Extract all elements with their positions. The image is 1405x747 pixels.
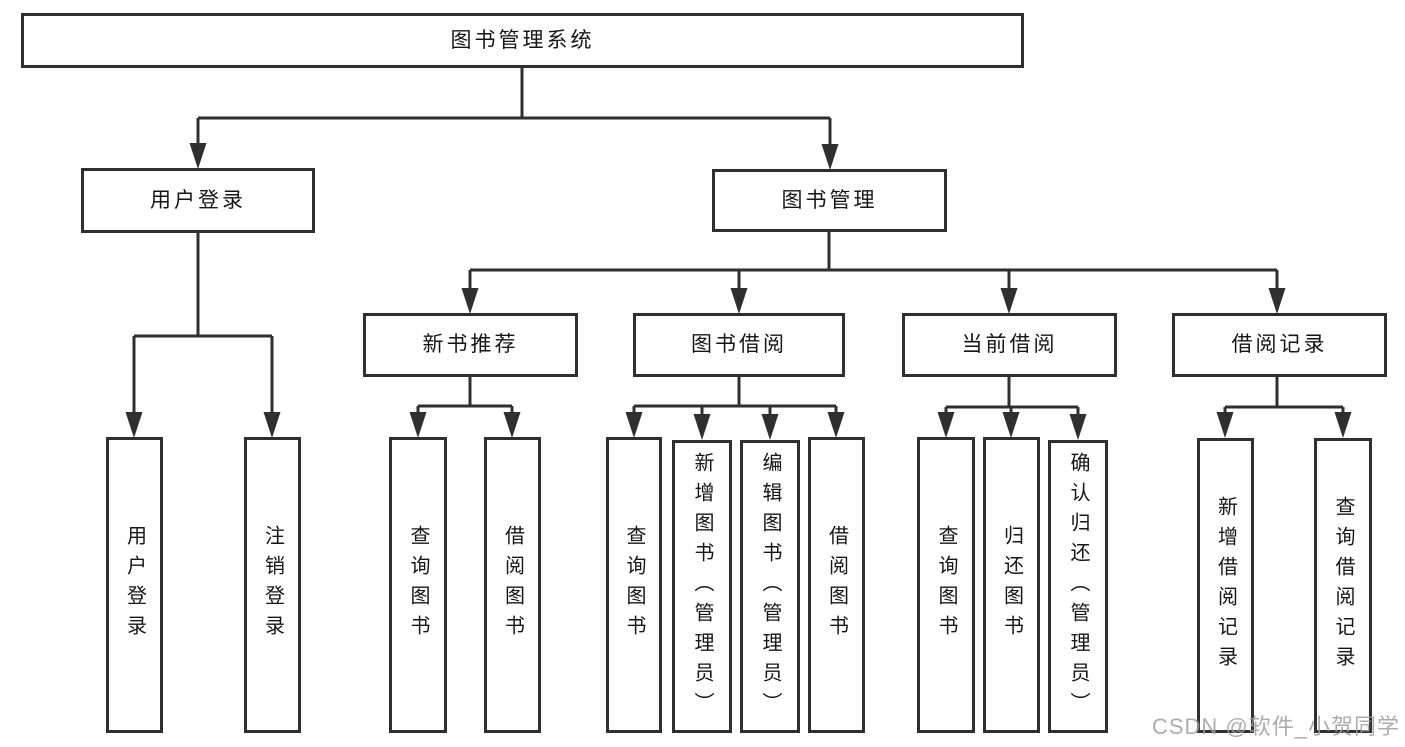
node-label: 当前借阅 [961,333,1058,357]
node-new-book-recommend: 新书推荐 [363,313,578,377]
node-leaf-query-books-borrow: 查询图书 [606,437,662,733]
node-leaf-query-borrow-record: 查询借阅记录 [1314,438,1372,733]
node-book-borrow: 图书借阅 [633,313,845,377]
node-leaf-query-books-recommend: 查询图书 [389,437,447,733]
node-label: 注销登录 [261,525,284,645]
node-current-borrow: 当前借阅 [902,313,1117,377]
node-leaf-return-book: 归还图书 [983,437,1040,733]
node-label: 查询图书 [935,525,957,645]
node-leaf-add-book-admin: 新增图书（管理员） [672,440,732,733]
node-label: 查询图书 [407,525,429,645]
node-leaf-user-login: 用户登录 [106,437,163,733]
node-borrow-records: 借阅记录 [1172,313,1387,377]
node-label: 确认归还（管理员） [1067,451,1089,722]
node-label: 归还图书 [1000,525,1023,645]
node-leaf-borrow-books-recommend: 借阅图书 [484,437,541,733]
node-label: 借阅记录 [1231,333,1328,357]
node-label: 查询图书 [623,525,645,645]
node-label: 查询借阅记录 [1332,495,1354,676]
node-user-login: 用户登录 [81,168,315,233]
node-label: 新增图书（管理员） [691,451,713,722]
node-leaf-edit-book-admin: 编辑图书（管理员） [740,440,800,733]
node-leaf-logout: 注销登录 [244,437,301,733]
node-leaf-confirm-return-admin: 确认归还（管理员） [1048,440,1108,733]
node-label: 图书借阅 [691,333,787,357]
watermark: CSDN @软件_小贺同学 [1151,714,1400,739]
node-label: 用户登录 [123,525,146,645]
node-leaf-query-books-current: 查询图书 [917,437,975,733]
node-leaf-add-borrow-record: 新增借阅记录 [1197,438,1254,733]
node-label: 编辑图书（管理员） [759,451,781,722]
node-leaf-borrow-books: 借阅图书 [808,437,865,733]
node-label: 新增借阅记录 [1214,495,1237,676]
node-label: 图书管理系统 [450,28,595,52]
node-label: 用户登录 [150,188,246,212]
node-book-management: 图书管理 [712,169,947,232]
node-label: 借阅图书 [501,525,524,645]
node-label: 图书管理 [781,188,878,212]
node-label: 新书推荐 [422,333,519,357]
node-label: 借阅图书 [825,525,848,645]
node-library-management-system: 图书管理系统 [21,13,1024,68]
